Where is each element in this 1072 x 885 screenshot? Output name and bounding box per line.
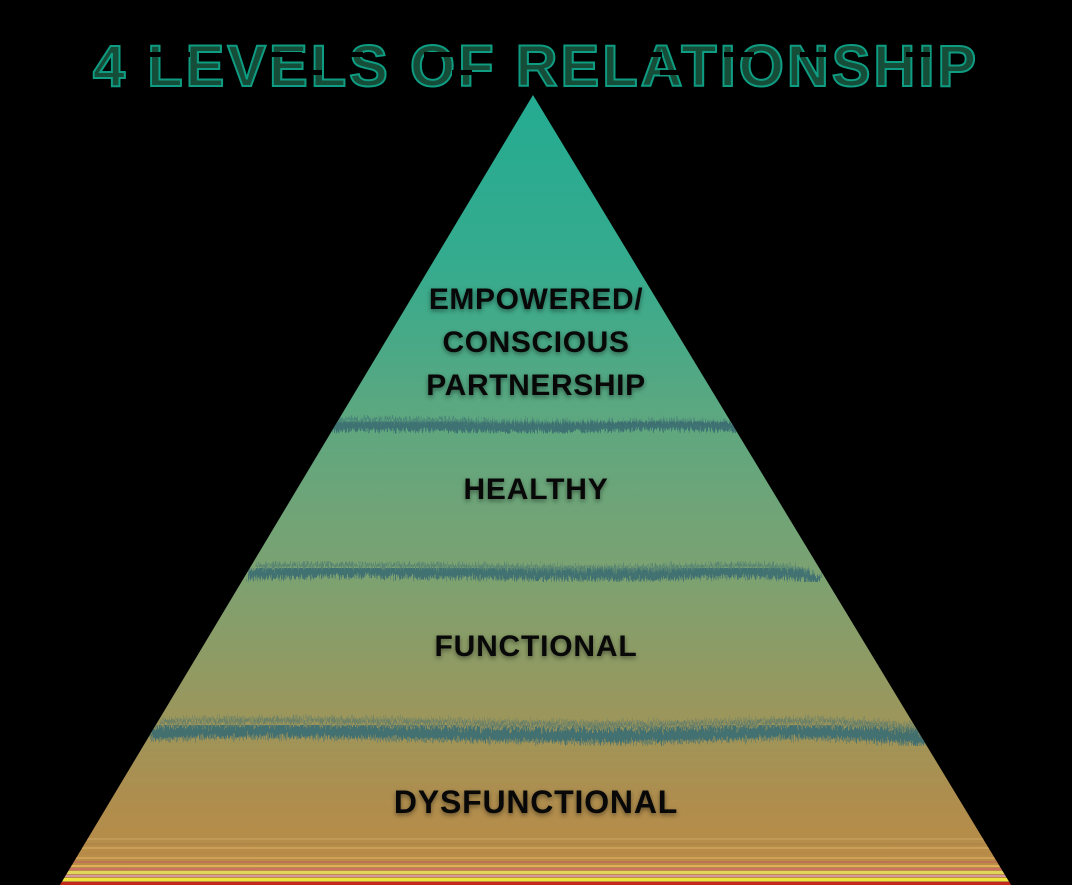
divider-2 bbox=[245, 566, 820, 583]
pyramid-body bbox=[60, 95, 1011, 885]
divider-3-wisp bbox=[160, 717, 931, 733]
divider-2-wisp bbox=[256, 563, 810, 573]
page-title: 4 LEVELS OF RELATIONSHIP bbox=[92, 34, 980, 99]
divider-1-wisp bbox=[324, 417, 754, 429]
divider-3 bbox=[148, 724, 942, 747]
bottom-scanlines bbox=[60, 838, 1011, 885]
divider-1 bbox=[315, 420, 765, 435]
